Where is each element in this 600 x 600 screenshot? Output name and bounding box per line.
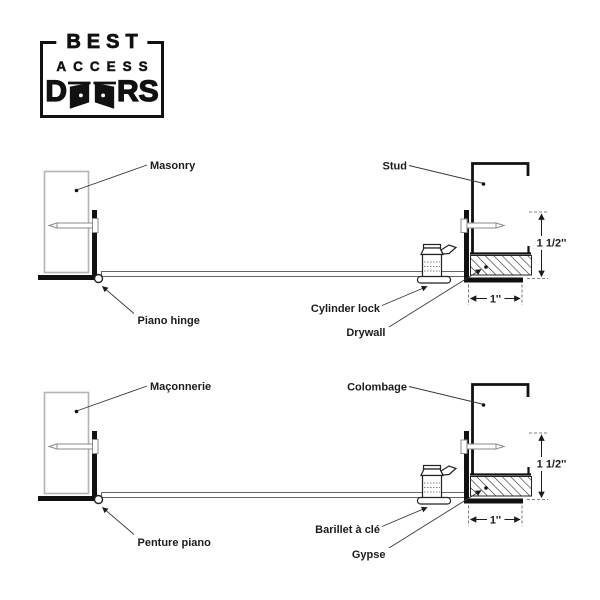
logo-word-best: BEST bbox=[56, 32, 148, 52]
label-cylinder-lock: Cylinder lock bbox=[311, 303, 381, 315]
open-door-icon bbox=[67, 81, 91, 109]
door-knob bbox=[78, 92, 83, 97]
label-maconnerie: Maçonnerie bbox=[150, 381, 211, 393]
label-drywall: Drywall bbox=[346, 327, 385, 339]
logo-border-box: BEST ACCESS D RS bbox=[40, 32, 164, 118]
labels-english: Masonry Stud Piano hinge Cylinder lock D… bbox=[138, 160, 567, 339]
best-access-doors-logo: BEST ACCESS D RS bbox=[40, 30, 164, 118]
dim-text-flange-width: 1'' bbox=[490, 294, 502, 306]
cross-section-french bbox=[38, 385, 567, 549]
door-lintel bbox=[93, 81, 116, 84]
door-lintel bbox=[67, 81, 91, 84]
dim-text-frame-depth: 1 1/2'' bbox=[537, 459, 567, 471]
dim-text-flange-width: 1'' bbox=[490, 515, 502, 527]
label-barillet: Barillet à clé bbox=[315, 524, 380, 536]
labels-french: Maçonnerie Colombage Penture piano Baril… bbox=[138, 381, 567, 561]
logo-word-access: ACCESS bbox=[56, 59, 155, 74]
logo-word-doors: D RS bbox=[45, 74, 159, 109]
dim-text-frame-depth: 1 1/2'' bbox=[537, 238, 567, 250]
label-stud: Stud bbox=[383, 161, 407, 173]
logo-letters-rs: RS bbox=[116, 74, 159, 108]
label-gypse: Gypse bbox=[352, 549, 386, 561]
label-penture-piano: Penture piano bbox=[138, 537, 212, 549]
logo-letter-d: D bbox=[45, 74, 68, 108]
open-door-icon bbox=[93, 81, 116, 109]
label-colombage: Colombage bbox=[347, 382, 407, 394]
label-piano-hinge: Piano hinge bbox=[138, 315, 200, 327]
door-knob bbox=[101, 92, 106, 97]
cross-section-english bbox=[38, 164, 567, 328]
label-masonry: Masonry bbox=[150, 160, 196, 172]
